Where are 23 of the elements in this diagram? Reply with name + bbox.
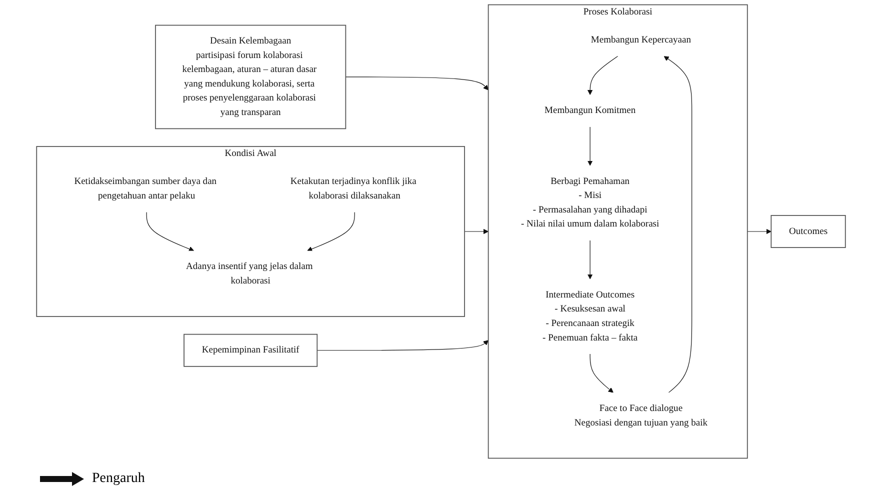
arrow — [146, 212, 194, 252]
node-text: Ketidakseimbangan sumber daya dan pengetahuan antar pelaku — [74, 176, 217, 201]
node-box: Kepemimpinan Fasilitatif — [184, 334, 318, 367]
arrow — [345, 76, 489, 90]
arrow — [590, 354, 614, 393]
arrow — [307, 212, 355, 252]
arrow — [664, 56, 692, 393]
arrow — [747, 228, 772, 234]
node-text: Adanya insentif yang jelas dalam kolaborasi — [186, 262, 313, 286]
arrow — [587, 240, 593, 280]
legend-text: Pengaruh — [92, 471, 145, 487]
arrow — [316, 340, 489, 351]
arrow — [464, 228, 489, 234]
arrow — [587, 126, 593, 166]
node-text: Ketakutan terjadinya konflik jika kolaborasi dilaksanakan — [290, 176, 416, 201]
node-text: Berbagi Pemahaman - Misi - Permasalahan yang dihadapi - Nilai nilai umum dalam kolaborasi — [521, 176, 660, 230]
node-text: Face to Face dialogue Negosiasi dengan tujuan yang baik — [574, 403, 708, 428]
node-text: Membangun Kepercayaan — [590, 34, 691, 45]
node-box: Outcomes — [770, 215, 846, 248]
node-text: Intermediate Outcomes - Kesuksesan awal - Perencanaan strategik - Penemuan fakta – fakta — [542, 290, 638, 343]
node-box: Desain Kelembagaan partisipasi forum kolaborasi kelembagaan, aturan – aturan dasar yang mendukung kolaborasi, serta proses penyelenggaraan kolaborasi yang transparan — [155, 24, 346, 130]
arrow — [587, 56, 618, 96]
node-text: Membangun Komitmen — [544, 105, 636, 116]
